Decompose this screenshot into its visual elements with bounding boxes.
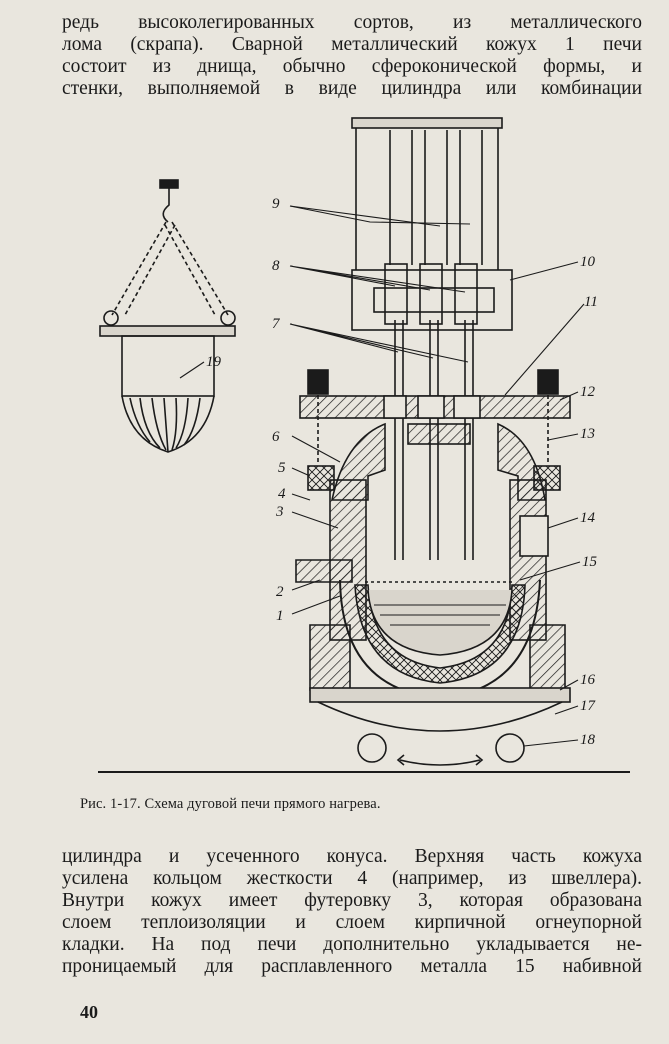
text-line: слоем теплоизоляции и слоем кирпичной ог…: [62, 912, 642, 933]
label-3: 3: [275, 504, 284, 520]
label-1: 1: [276, 608, 284, 624]
label-11: 11: [584, 294, 598, 310]
text-line: лома (скрапа). Сварной металлический кож…: [62, 34, 642, 55]
text-line: стенки, выполняемой в виде цилиндра или …: [62, 78, 642, 99]
text-line: редь высоколегированных сортов, из метал…: [62, 12, 642, 33]
text-line: проницаемый для расплавленного металла 1…: [62, 956, 642, 977]
label-5: 5: [278, 460, 286, 476]
page-number: 40: [80, 1002, 98, 1022]
leader-lines: [179, 205, 585, 747]
label-13: 13: [580, 426, 595, 442]
label-12: 12: [580, 384, 596, 400]
label-2: 2: [276, 584, 284, 600]
figure-caption: Рис. 1-17. Схема дуговой печи прямого на…: [80, 796, 381, 812]
bucket-19: [99, 179, 236, 453]
label-19: 19: [206, 354, 222, 370]
text-line: состоит из днища, обычно сфероконической…: [62, 56, 642, 77]
label-9: 9: [272, 196, 280, 212]
label-7: 7: [272, 316, 281, 332]
bottom-paragraph: цилиндра и усеченного конуса. Верхняя ча…: [62, 846, 642, 978]
text-line: усилена кольцом жесткости 4 (например, и…: [62, 868, 642, 889]
arc-furnace-diagram: 1 2 3 4 5 6 7 8 9 10 11 12 13 14 15 16 1…: [98, 117, 630, 773]
text-line: цилиндра и усеченного конуса. Верхняя ча…: [62, 846, 642, 867]
label-4: 4: [278, 486, 286, 502]
text-line: кладки. На под печи дополнительно уклады…: [62, 934, 642, 955]
text-line: Внутри кожух имеет футеровку 3, которая …: [62, 890, 642, 911]
label-6: 6: [272, 429, 280, 445]
label-15: 15: [582, 554, 598, 570]
label-16: 16: [580, 672, 596, 688]
callout-labels: 1 2 3 4 5 6 7 8 9 10 11 12 13 14 15 16 1…: [206, 196, 598, 748]
top-paragraph: редь высоколегированных сортов, из метал…: [62, 12, 642, 100]
label-8: 8: [272, 258, 280, 274]
label-17: 17: [580, 698, 597, 714]
label-14: 14: [580, 510, 596, 526]
furnace-body: [98, 117, 630, 773]
label-10: 10: [580, 254, 596, 270]
label-18: 18: [580, 732, 596, 748]
